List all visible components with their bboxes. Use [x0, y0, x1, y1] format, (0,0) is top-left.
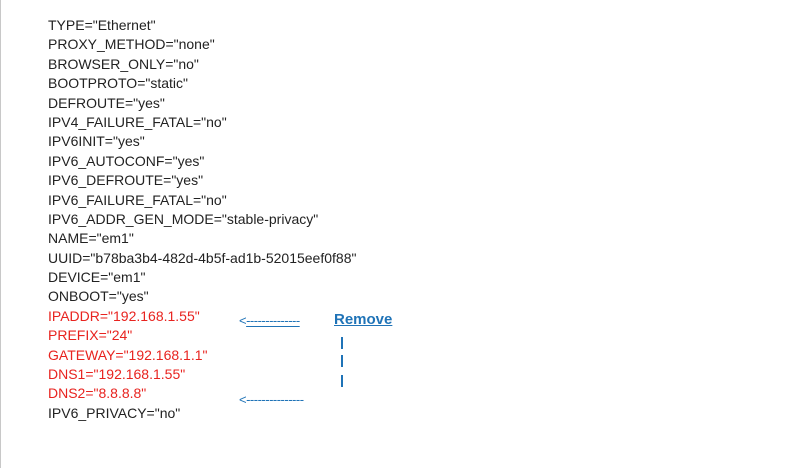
- arrow-head-top: <: [239, 313, 247, 328]
- remove-annotation-label: Remove: [334, 311, 393, 328]
- config-line-ipv6-autoconf: IPV6_AUTOCONF="yes": [48, 152, 205, 169]
- config-line-ipv6-privacy: IPV6_PRIVACY="no": [48, 404, 181, 421]
- page-edge-line: [0, 0, 1, 468]
- config-line-dns2: DNS2="8.8.8.8": [48, 385, 147, 402]
- config-line-type: TYPE="Ethernet": [48, 17, 156, 33]
- config-line-proxy-method: PROXY_METHOD="none": [48, 36, 215, 53]
- bracket-bar-2: [341, 355, 343, 367]
- config-line-ipv6-addr-gen-mode: IPV6_ADDR_GEN_MODE="stable-privacy": [48, 210, 319, 227]
- config-line-onboot: ONBOOT="yes": [48, 288, 149, 305]
- config-line-prefix: PREFIX="24": [48, 327, 133, 344]
- config-line-ipaddr: IPADDR="192.168.1.55": [48, 307, 200, 324]
- remove-arrow-bottom: <---------------: [239, 392, 304, 407]
- config-line-ipv6init: IPV6INIT="yes": [48, 133, 145, 150]
- config-line-gateway: GATEWAY="192.168.1.1": [48, 346, 208, 363]
- config-line-defroute: DEFROUTE="yes": [48, 94, 165, 111]
- config-line-device: DEVICE="em1": [48, 269, 146, 286]
- config-line-browser-only: BROWSER_ONLY="no": [48, 55, 199, 72]
- config-line-ipv6-failure-fatal: IPV6_FAILURE_FATAL="no": [48, 191, 227, 208]
- config-line-bootproto: BOOTPROTO="static": [48, 75, 188, 92]
- config-line-ipv4-failure-fatal: IPV4_FAILURE_FATAL="no": [48, 113, 227, 130]
- arrow-dashes-top: --------------: [246, 313, 300, 328]
- config-line-name: NAME="em1": [48, 230, 134, 247]
- config-file-lines: TYPE="Ethernet" PROXY_METHOD="none" BROW…: [48, 16, 356, 423]
- remove-arrow-top: <--------------: [239, 312, 300, 330]
- bracket-bar-1: [341, 337, 343, 349]
- config-line-dns1: DNS1="192.168.1.55": [48, 366, 186, 383]
- config-line-uuid: UUID="b78ba3b4-482d-4b5f-ad1b-52015eef0f…: [48, 249, 357, 266]
- bracket-bar-3: [341, 375, 343, 387]
- config-line-ipv6-defroute: IPV6_DEFROUTE="yes": [48, 172, 204, 189]
